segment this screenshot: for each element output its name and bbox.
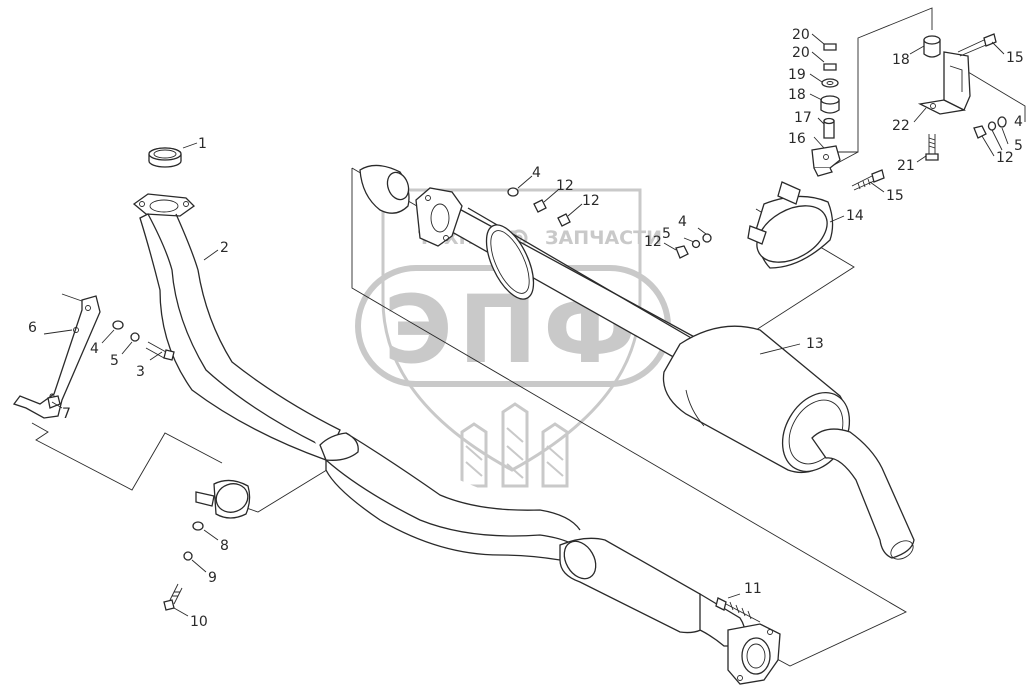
- callout-17: 17: [794, 110, 812, 126]
- factory-icon: [460, 402, 569, 488]
- top-fasteners: [507, 187, 712, 259]
- callout-22: 22: [892, 118, 910, 134]
- part-15-bolt-upper: [957, 33, 997, 57]
- callout-14: 14: [846, 208, 864, 224]
- mount-stack-parts: [820, 43, 840, 139]
- callout-9: 9: [208, 570, 217, 586]
- callout-labels: 1 2 3 4 5 6 7 8 9 10 11 4 12 12 4 5 12 1…: [28, 27, 1024, 630]
- callout-2: 2: [220, 240, 229, 256]
- part-16-bracket: [811, 145, 841, 177]
- callout-11: 11: [744, 581, 762, 597]
- callout-12-top-a: 12: [556, 178, 574, 194]
- callout-leaders: [43, 33, 1009, 617]
- callout-4-mid: 4: [678, 214, 687, 230]
- part-21-bolt: [925, 134, 939, 161]
- callout-3: 3: [136, 364, 145, 380]
- callout-18-stack: 18: [788, 87, 806, 103]
- part-14-clamp-band: [747, 181, 834, 269]
- callout-18-right: 18: [892, 52, 910, 68]
- part-13-muffler: [662, 325, 915, 560]
- right-fasteners: [973, 116, 1007, 139]
- callout-4-top: 4: [532, 165, 541, 181]
- part-15-bolt-lower: [851, 169, 885, 191]
- callout-8: 8: [220, 538, 229, 554]
- callout-5-right: 5: [1014, 138, 1023, 154]
- part-6-bracket: [12, 295, 101, 419]
- part-18-rubber-mount: [923, 35, 941, 58]
- lower-fasteners: [163, 521, 204, 611]
- part-11-bolt: [715, 597, 761, 623]
- callout-4-right: 4: [1014, 114, 1023, 130]
- callout-13: 13: [806, 336, 824, 352]
- callout-5: 5: [110, 353, 119, 369]
- callout-15-lower: 15: [886, 188, 904, 204]
- part-2-front-pipe: [132, 193, 581, 561]
- watermark-right-text: ЗАПЧАСТИ: [545, 227, 662, 249]
- callout-7: 7: [62, 406, 71, 422]
- part-converter-section: [559, 537, 781, 685]
- callout-20-a: 20: [792, 27, 810, 43]
- part-intermediate-pipe: [359, 164, 706, 373]
- callout-12-right: 12: [996, 150, 1014, 166]
- callout-12-mid: 12: [644, 234, 662, 250]
- callout-10: 10: [190, 614, 208, 630]
- callout-4: 4: [90, 341, 99, 357]
- callout-12-top-b: 12: [582, 193, 600, 209]
- part-22-bracket: [917, 51, 971, 115]
- callout-5-mid: 5: [662, 226, 671, 242]
- callout-16: 16: [788, 131, 806, 147]
- callout-20-b: 20: [792, 45, 810, 61]
- callout-6: 6: [28, 320, 37, 336]
- callout-1: 1: [198, 136, 207, 152]
- callout-19: 19: [788, 67, 806, 83]
- callout-15-upper: 15: [1006, 50, 1024, 66]
- watermark: ТЕХНИКА ЗАПЧАСТИ ЭПФ: [355, 188, 671, 488]
- lower-clamp: [195, 479, 251, 519]
- part-1-gasket: [148, 147, 182, 168]
- callout-21: 21: [897, 158, 915, 174]
